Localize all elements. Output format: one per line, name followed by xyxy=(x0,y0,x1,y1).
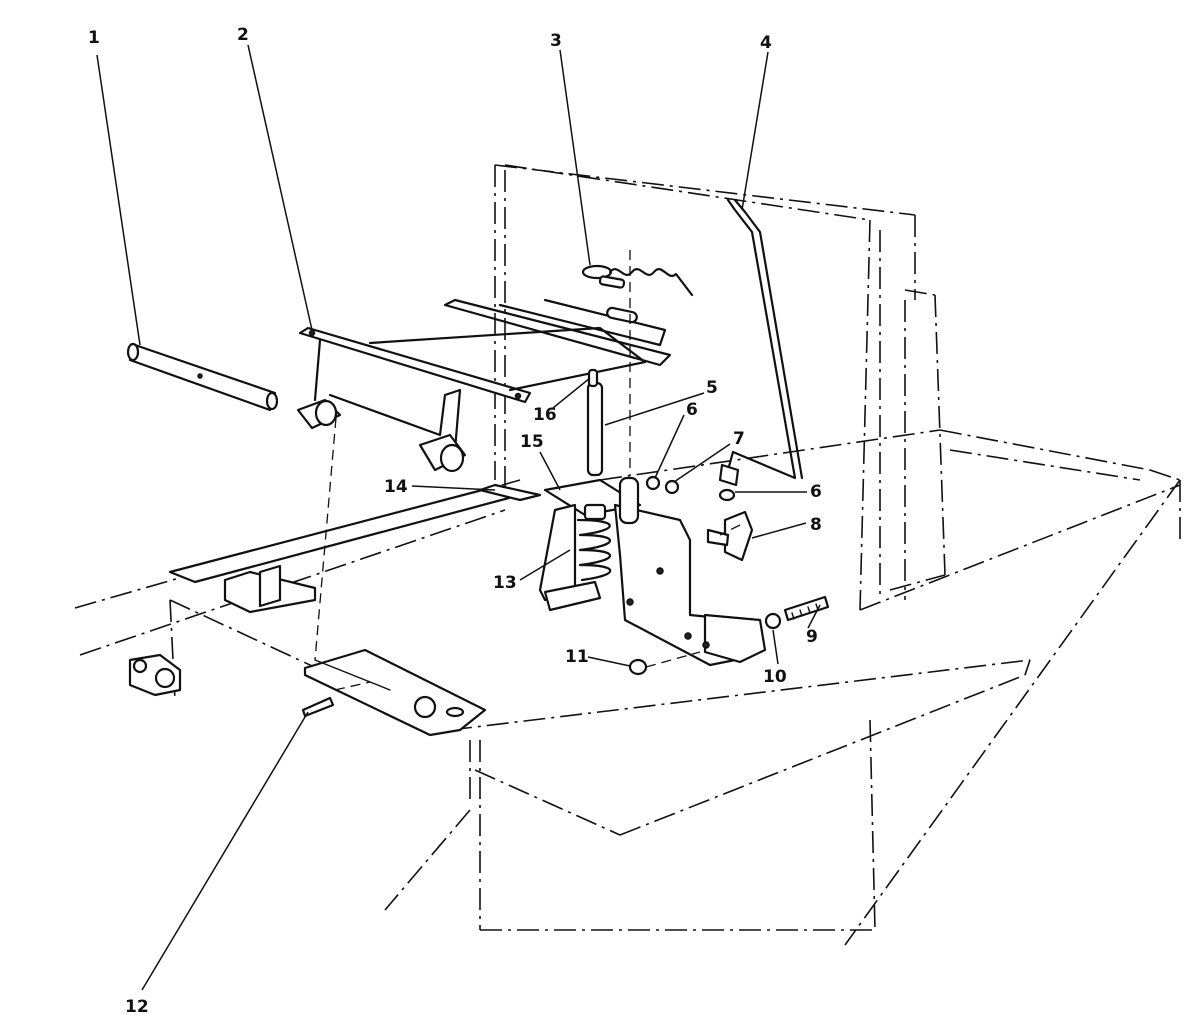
callout-12: 12 xyxy=(125,997,149,1017)
hinge-plate xyxy=(303,648,487,737)
callout-3: 3 xyxy=(550,31,562,51)
bracket-assembly xyxy=(478,478,642,612)
callout-6-upper: 6 xyxy=(686,400,698,420)
leader-lines xyxy=(96,44,821,991)
callout-10: 10 xyxy=(763,667,787,687)
hardware xyxy=(301,475,830,718)
callout-16: 16 xyxy=(533,405,557,425)
cabinet-outline xyxy=(74,429,1181,946)
callout-7: 7 xyxy=(733,429,745,449)
callout-13: 13 xyxy=(493,573,517,593)
callout-8: 8 xyxy=(810,515,822,535)
vertical-pin xyxy=(586,368,604,477)
callout-5: 5 xyxy=(706,378,718,398)
callout-6-lower: 6 xyxy=(810,482,822,502)
floor-track xyxy=(168,486,522,614)
callout-4: 4 xyxy=(760,33,772,53)
callout-15: 15 xyxy=(520,432,544,452)
lever-frame xyxy=(296,298,672,473)
rod xyxy=(126,342,279,412)
callout-11: 11 xyxy=(565,647,589,667)
main-bracket xyxy=(613,476,767,667)
callout-2: 2 xyxy=(237,25,249,45)
center-lines xyxy=(314,250,741,691)
callout-14: 14 xyxy=(384,477,408,497)
callout-labels: 1 2 3 4 5 6 6 7 8 9 10 11 12 13 14 15 16 xyxy=(88,25,822,1017)
spring-clip xyxy=(581,264,694,297)
side-fixture xyxy=(128,653,182,697)
callout-9: 9 xyxy=(806,627,818,647)
callout-1: 1 xyxy=(88,28,100,48)
actuating-rod xyxy=(718,198,804,487)
back-panel xyxy=(494,164,946,611)
